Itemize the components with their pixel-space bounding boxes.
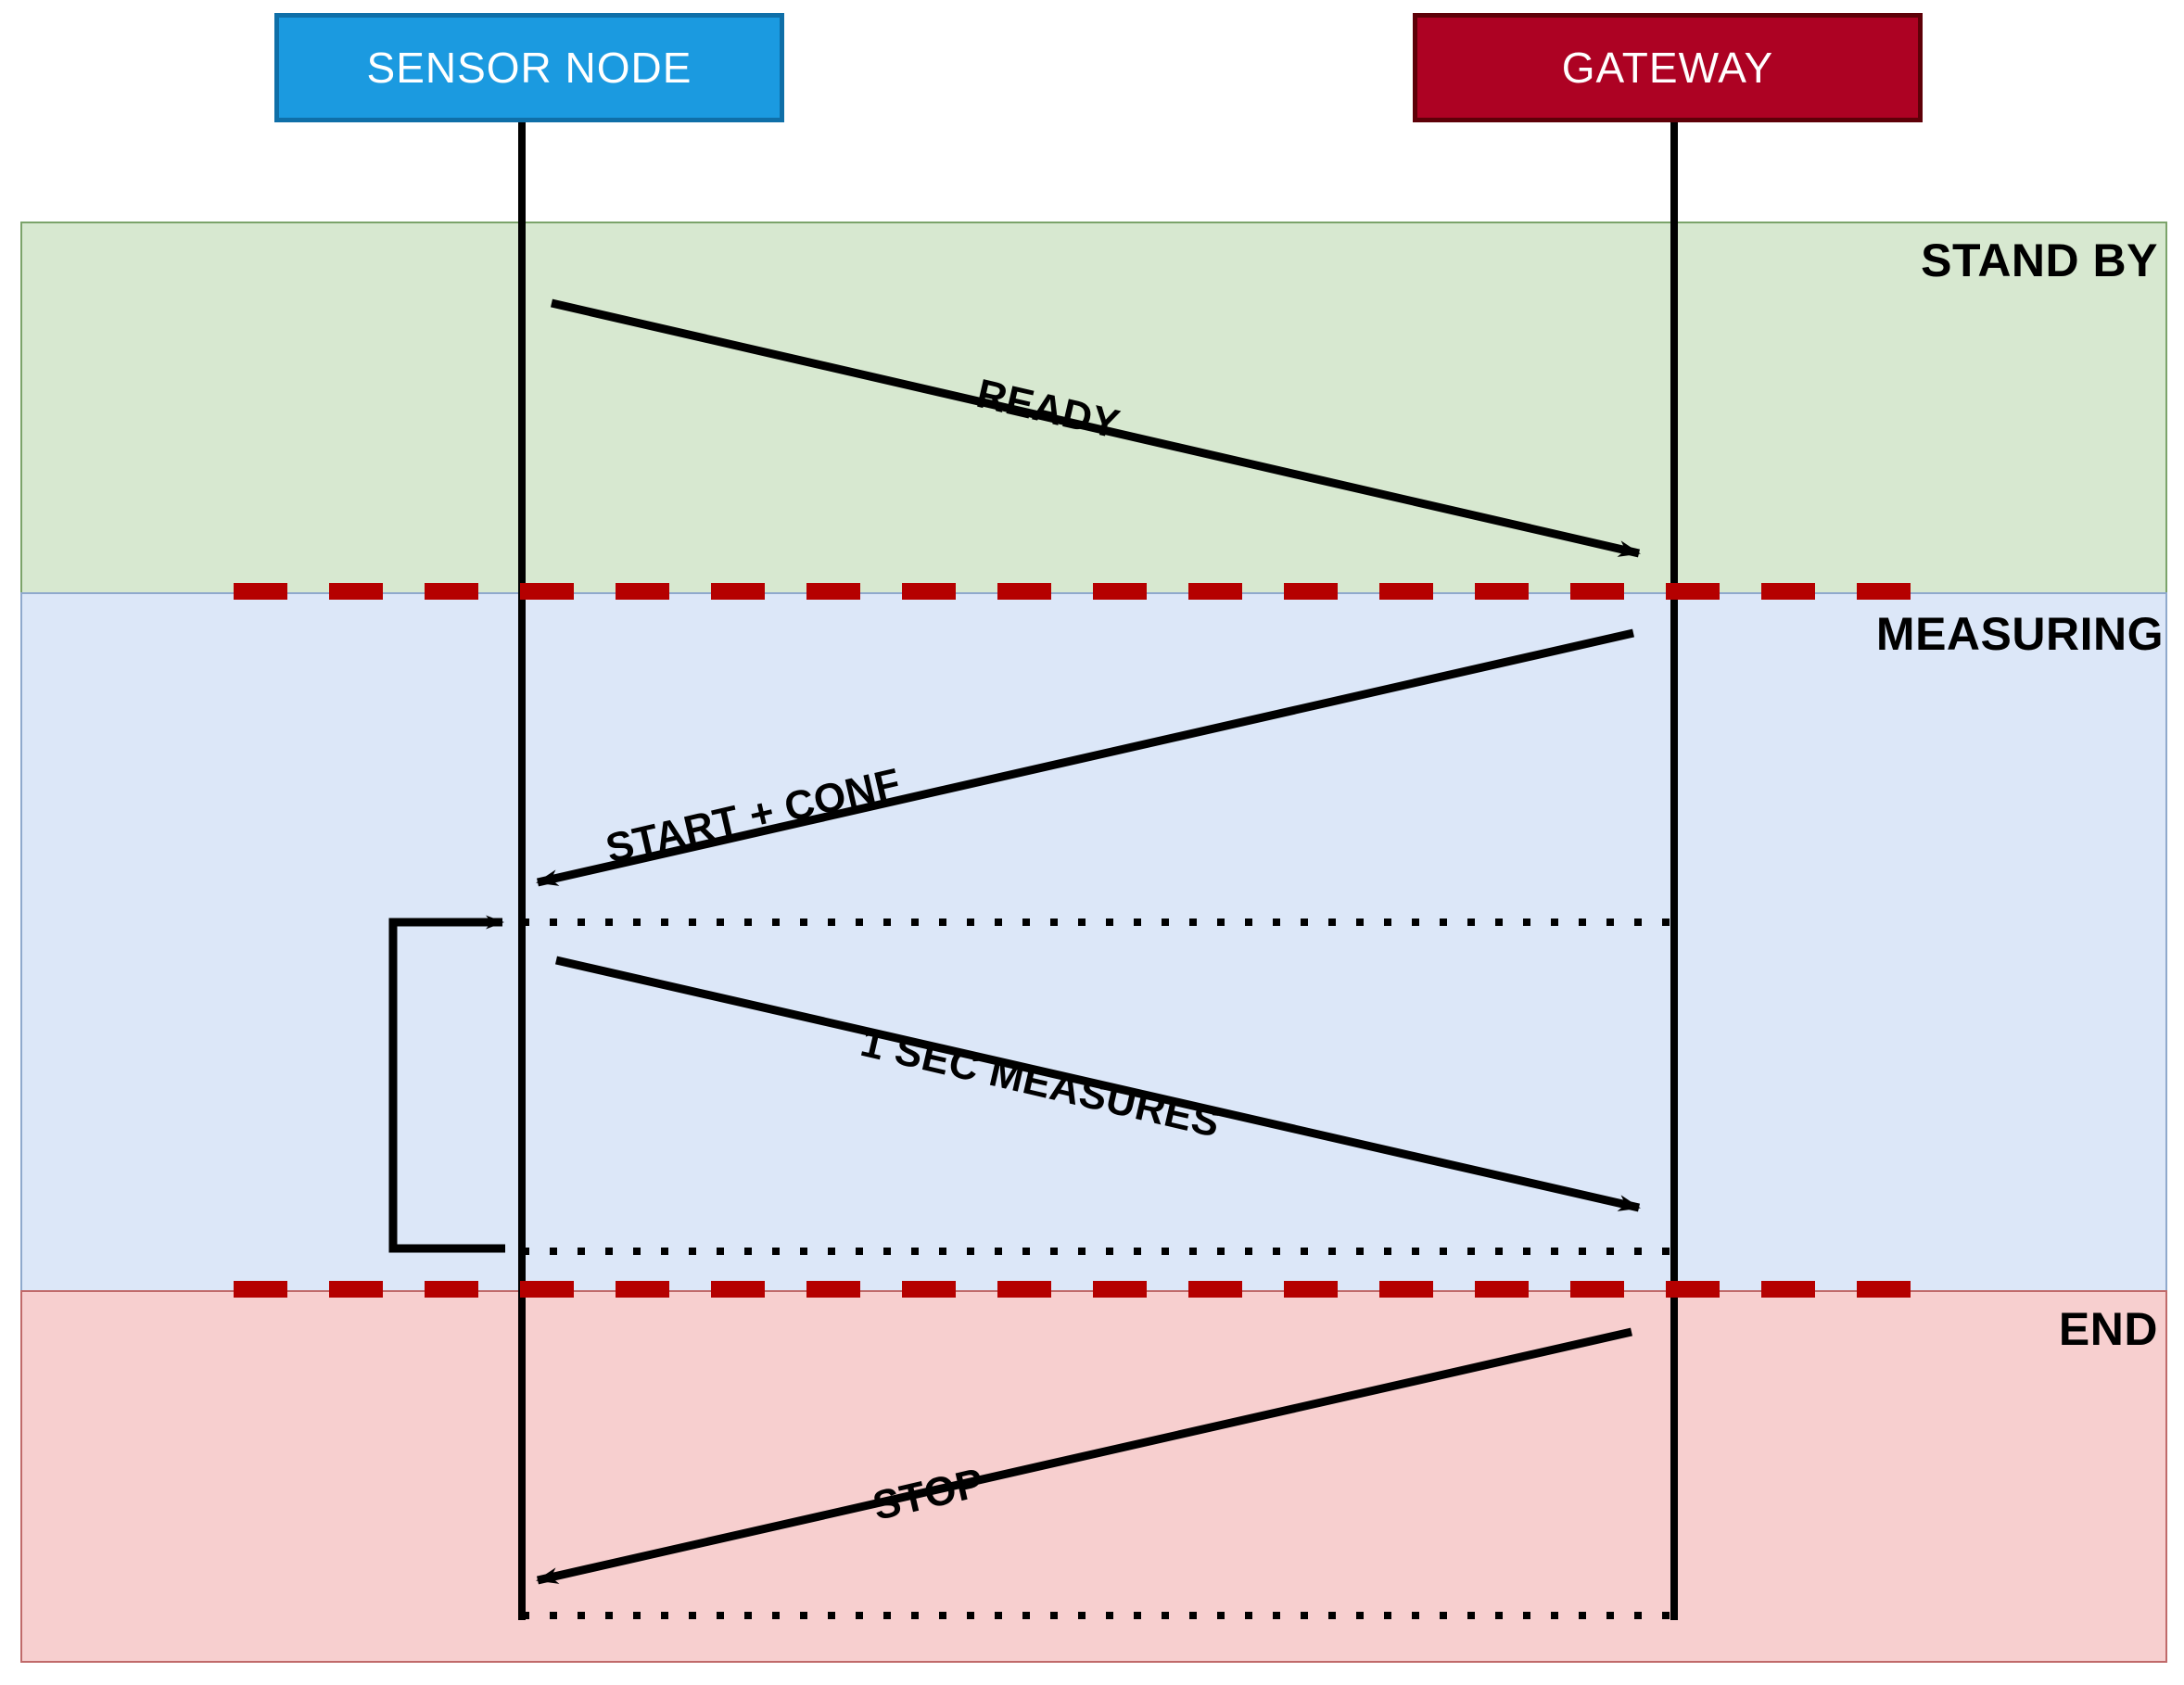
participant-sensor-node[interactable]: SENSOR NODE: [274, 13, 784, 122]
phase-label-end: END: [2058, 1303, 2158, 1355]
participant-gateway-label: GATEWAY: [1561, 44, 1774, 92]
phase-band-stand-by: [20, 222, 2167, 594]
phase-band-end: [20, 1290, 2167, 1663]
participant-gateway[interactable]: GATEWAY: [1413, 13, 1923, 122]
message-arrow-start-conf: [536, 628, 1634, 887]
message-arrow-one-sec-measures: [554, 956, 1641, 1212]
message-arrow-self-loop: [388, 915, 505, 1253]
participant-sensor-node-label: SENSOR NODE: [366, 44, 692, 92]
message-arrow-ready: [550, 298, 1641, 558]
phase-band-measuring: [20, 592, 2167, 1292]
phase-label-measuring: MEASURING: [1875, 608, 2164, 660]
phase-label-stand-by: STAND BY: [1921, 234, 2158, 286]
message-arrow-stop: [536, 1327, 1632, 1585]
